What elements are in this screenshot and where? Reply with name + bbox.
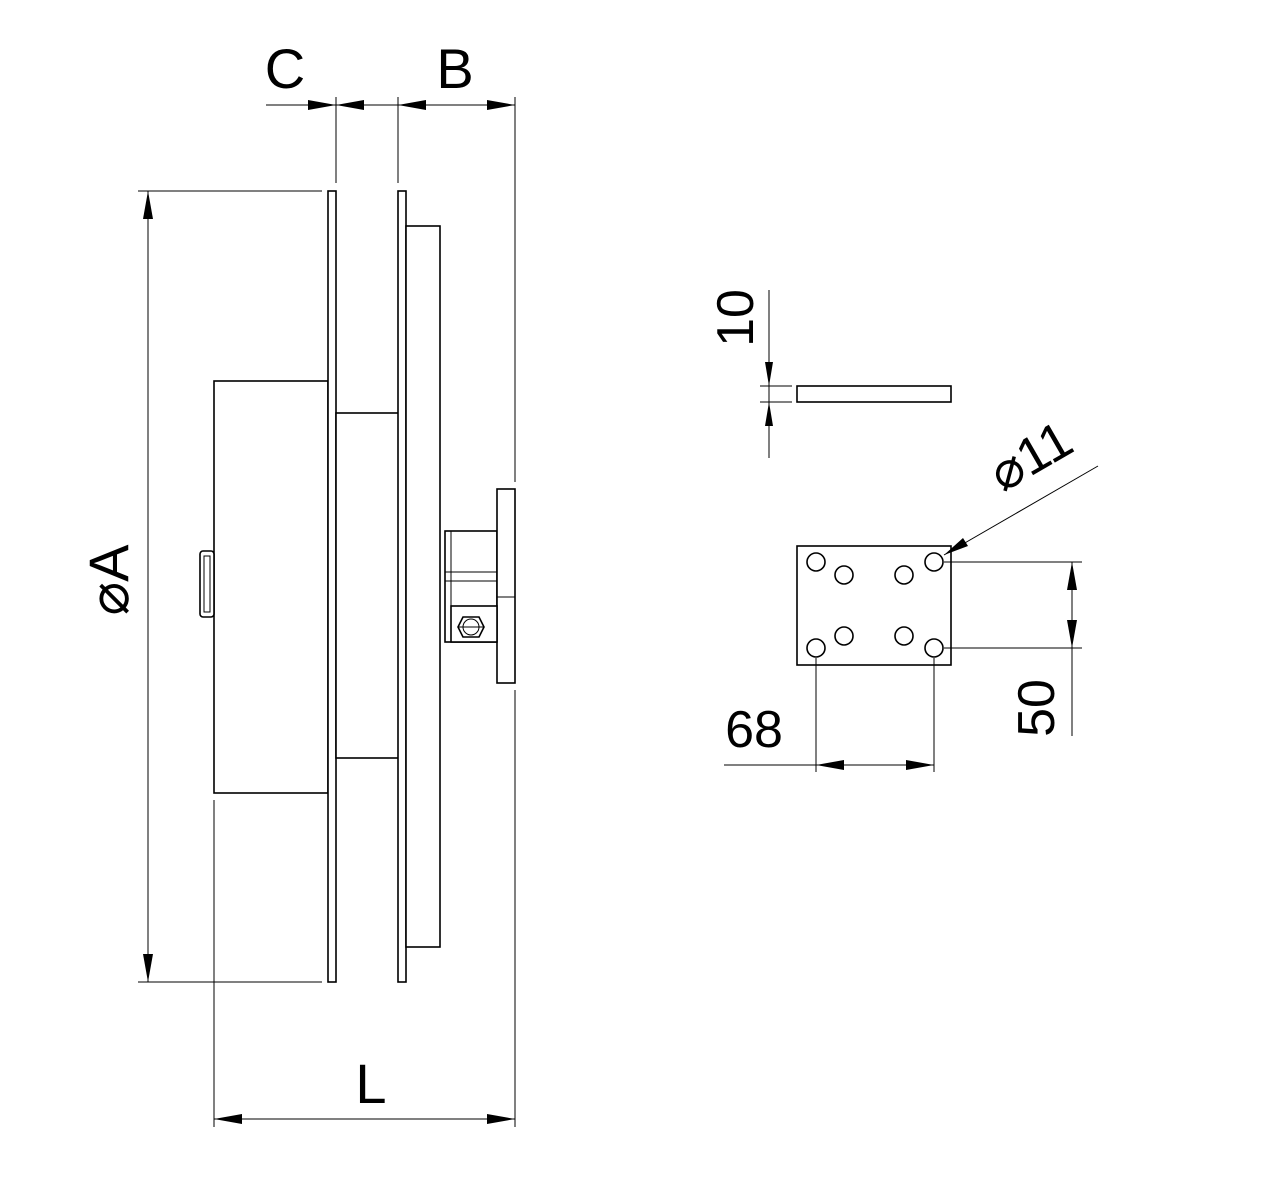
hole-icon	[894, 565, 914, 585]
dim-l: L	[213, 690, 516, 1127]
dim-b-label: B	[436, 37, 473, 100]
right-flange	[397, 190, 407, 983]
dim-a: ⌀A	[77, 190, 322, 983]
dim-c: C	[265, 37, 399, 183]
hole-icon	[806, 552, 826, 572]
dim-hole: ⌀11	[943, 410, 1099, 556]
drum-knob	[199, 550, 215, 618]
dim-width: 68	[724, 658, 935, 772]
dim-c-label: C	[265, 37, 305, 100]
hole-icon	[806, 638, 826, 658]
dim-a-label: A	[77, 544, 140, 582]
drum-body	[213, 380, 329, 794]
plate-view: 10 ⌀11	[707, 289, 1099, 772]
dim-b: B	[398, 37, 516, 482]
rear-plate	[405, 225, 441, 948]
dim-width-label: 68	[725, 701, 783, 759]
left-flange	[327, 190, 337, 983]
drum-knob-inner	[203, 555, 211, 613]
reel-hub	[335, 412, 400, 759]
hex-bolt-icon	[450, 605, 498, 643]
hole-icon	[834, 565, 854, 585]
dim-l-label: L	[355, 1052, 386, 1115]
plate-holes	[806, 552, 944, 658]
dim-height-label: 50	[1008, 679, 1066, 737]
diameter-symbol-icon: ⌀	[77, 582, 140, 616]
mounting-plate	[496, 488, 516, 684]
hole-icon	[894, 626, 914, 646]
svg-text:⌀A: ⌀A	[77, 544, 140, 616]
plate-edge-view	[796, 385, 952, 403]
reel-side-view: C B ⌀A	[77, 37, 516, 1127]
dim-height: 50	[944, 561, 1082, 737]
hole-icon	[834, 626, 854, 646]
dim-thickness-label: 10	[707, 289, 765, 347]
hole-icon	[924, 638, 944, 658]
svg-text:⌀11: ⌀11	[980, 410, 1083, 503]
dim-thickness: 10	[707, 289, 792, 458]
hole-icon	[924, 552, 944, 572]
